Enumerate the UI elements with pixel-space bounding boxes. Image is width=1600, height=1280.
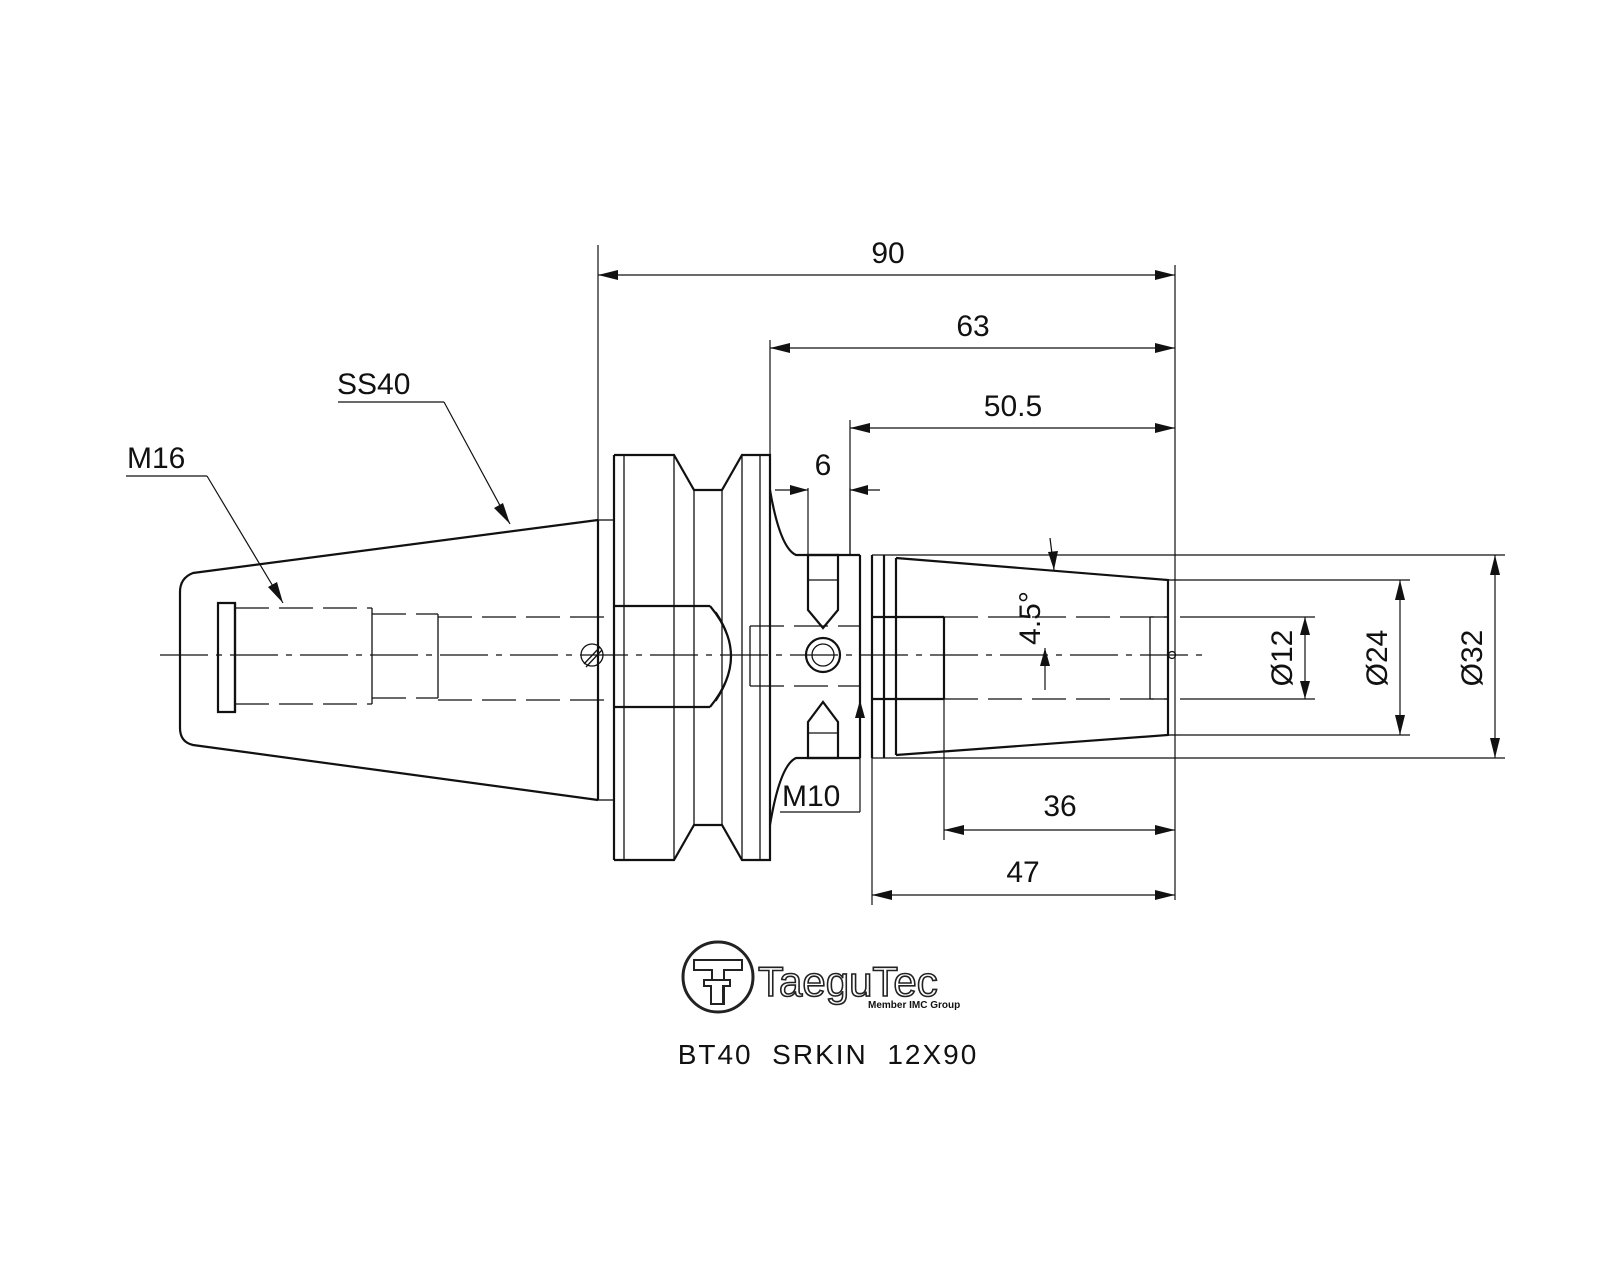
shrink-nose — [858, 555, 1180, 758]
dim-groove-width: 6 — [815, 449, 832, 482]
callout-m16: M16 — [127, 442, 185, 475]
dim-overall-length: 90 — [871, 237, 904, 270]
bt-taper-body — [178, 518, 614, 802]
dim-nose-length: 47 — [1006, 856, 1039, 889]
neck — [749, 489, 860, 826]
dim-flange-to-end: 63 — [956, 310, 989, 343]
taegutec-logo: TaeguTec Member IMC Group — [681, 940, 960, 1014]
part-number: BT40 SRKIN 12X90 — [678, 1039, 979, 1070]
dimension-lines — [126, 245, 1505, 905]
logo-brand: TaeguTec — [758, 958, 938, 1005]
dim-taper-angle: 4.5° — [1014, 591, 1047, 645]
dim-shank-to-end: 50.5 — [984, 390, 1042, 423]
dim-nose-base-diameter: Ø32 — [1456, 630, 1489, 687]
internal-thread-hidden-lines — [235, 607, 614, 705]
dim-bore-diameter: Ø12 — [1266, 630, 1299, 687]
logo-tagline: Member IMC Group — [868, 1000, 960, 1011]
callout-ss40: SS40 — [337, 368, 410, 401]
dimension-labels: 90 63 50.5 6 36 47 4.5° Ø12 Ø24 Ø32 M16 … — [127, 237, 1489, 889]
callout-m10: M10 — [782, 780, 840, 813]
flange — [612, 453, 772, 862]
dim-nose-tip-diameter: Ø24 — [1361, 630, 1394, 687]
dim-bore-length: 36 — [1043, 790, 1076, 823]
